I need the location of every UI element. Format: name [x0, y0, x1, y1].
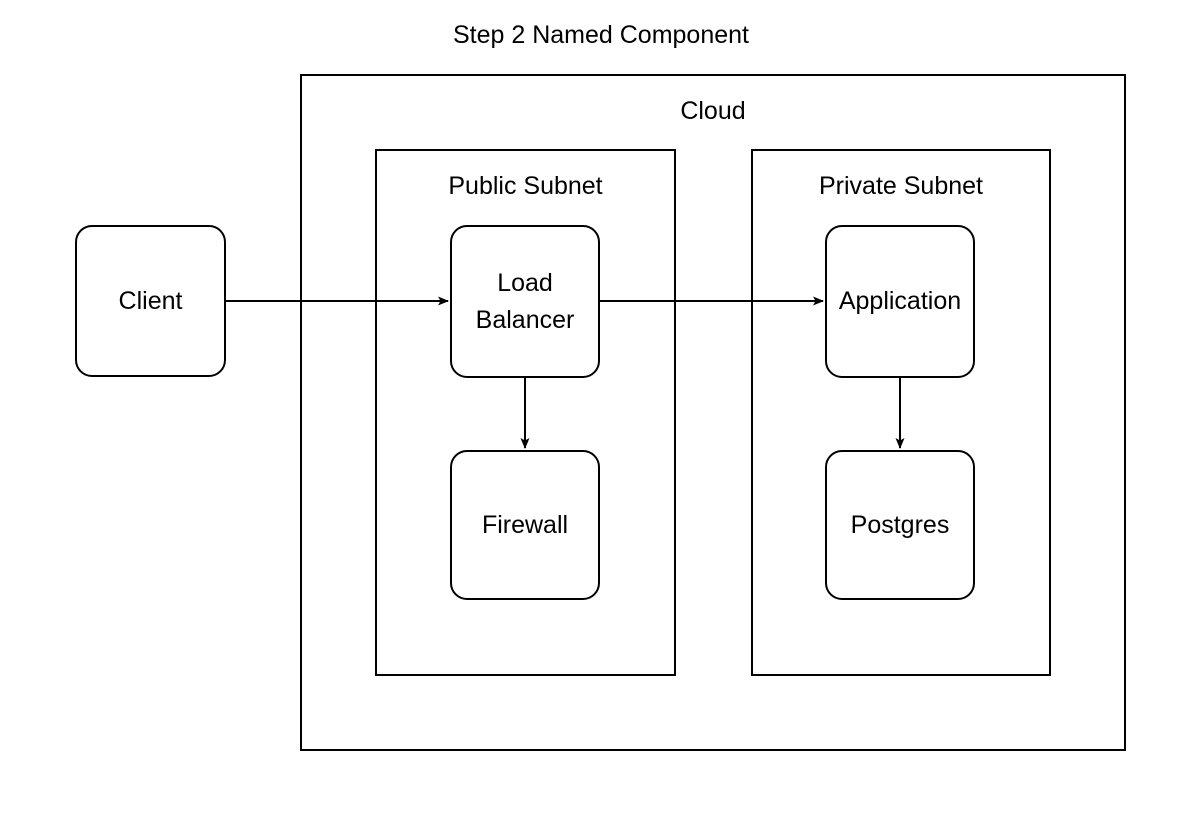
private-subnet-container: Private Subnet [751, 149, 1051, 676]
node-firewall-label: Firewall [481, 510, 569, 539]
cloud-label: Cloud [680, 97, 746, 125]
node-client: Client [75, 225, 226, 377]
node-firewall: Firewall [450, 450, 600, 600]
node-application-label: Application [838, 287, 962, 316]
node-postgres: Postgres [825, 450, 975, 600]
public-subnet-container: Public Subnet [375, 149, 676, 676]
cloud-container: Cloud [300, 74, 1126, 751]
node-application: Application [825, 225, 975, 378]
public-subnet-label: Public Subnet [448, 172, 603, 200]
node-load-balancer-label: Load Balancer [475, 269, 575, 334]
private-subnet-label: Private Subnet [819, 172, 983, 200]
diagram-title: Step 2 Named Component [452, 21, 749, 49]
node-postgres-label: Postgres [850, 510, 950, 539]
node-client-label: Client [118, 286, 183, 315]
node-load-balancer: Load Balancer [450, 225, 600, 378]
